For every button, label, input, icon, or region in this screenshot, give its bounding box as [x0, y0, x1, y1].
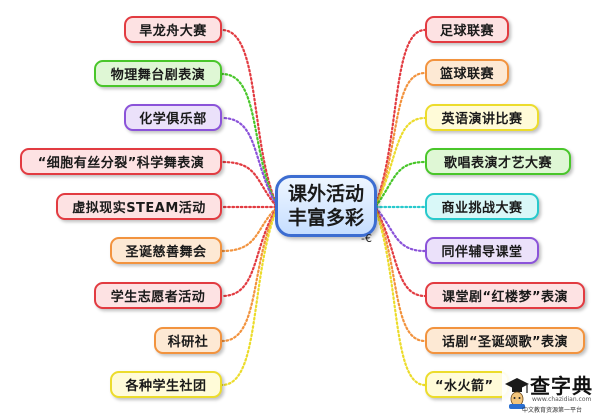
node-left-8: 科研社 — [154, 327, 222, 354]
link-left-6 — [220, 206, 278, 253]
link-left-1 — [220, 28, 278, 205]
link-right-6 — [374, 206, 427, 253]
watermark-logo: 查字典 www.chazidian.com 中文教育资源第一平台 — [502, 370, 607, 416]
link-left-4 — [220, 160, 278, 208]
node-left-3: 化学俱乐部 — [124, 104, 222, 131]
center-node: 课外活动 丰富多彩 — [275, 175, 377, 237]
node-right-7: 课堂剧“红楼梦”表演 — [425, 282, 585, 309]
link-left-8 — [220, 208, 278, 343]
link-right-7 — [374, 207, 427, 298]
node-right-5: 商业挑战大赛 — [425, 193, 539, 220]
node-left-9: 各种学生社团 — [110, 371, 222, 398]
node-left-7: 学生志愿者活动 — [94, 282, 222, 309]
graduation-cap-icon — [505, 378, 529, 409]
link-right-3 — [374, 116, 427, 207]
watermark-title: 查字典 — [530, 374, 593, 398]
node-right-4: 歌唱表演才艺大赛 — [425, 148, 571, 175]
center-title-line1: 课外活动 — [287, 183, 364, 205]
node-left-6: 圣诞慈善舞会 — [110, 237, 222, 264]
node-right-6: 同伴辅导课堂 — [425, 237, 539, 264]
center-title-line2: 丰富多彩 — [287, 207, 364, 229]
link-left-9 — [220, 209, 278, 387]
link-right-4 — [374, 160, 427, 208]
link-right-8 — [374, 208, 427, 343]
node-right-3: 英语演讲比赛 — [425, 104, 539, 131]
link-right-9 — [374, 209, 427, 387]
link-right-2 — [374, 71, 427, 206]
node-right-2: 篮球联赛 — [425, 59, 509, 86]
watermark-subtitle: 中文教育资源第一平台 — [522, 407, 583, 414]
node-left-2: 物理舞台剧表演 — [94, 60, 222, 87]
node-right-9: “水火箭” — [425, 371, 509, 398]
watermark-url: www.chazidian.com — [532, 396, 592, 403]
link-right-1 — [374, 28, 427, 205]
link-left-2 — [220, 72, 278, 206]
node-left-1: 旱龙舟大赛 — [124, 16, 222, 43]
link-left-7 — [220, 207, 278, 298]
node-left-4: “细胞有丝分裂”科学舞表演 — [20, 148, 222, 175]
node-right-1: 足球联赛 — [425, 16, 509, 43]
node-left-5: 虚拟现实STEAM活动 — [56, 193, 222, 220]
link-left-3 — [220, 116, 278, 207]
center-mark: -€ — [361, 232, 372, 245]
node-right-8: 话剧“圣诞颂歌”表演 — [425, 327, 585, 354]
